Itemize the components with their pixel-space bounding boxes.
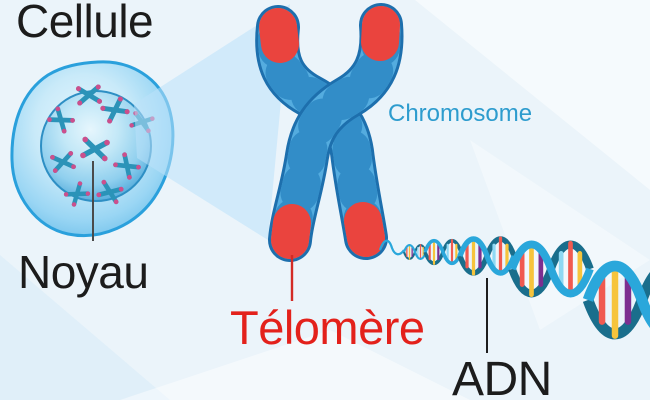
chromosome-label: Chromosome (388, 100, 533, 127)
telomere-cap (344, 202, 385, 257)
telomere-label: Télomère (230, 301, 425, 354)
dna-start-squiggle (378, 239, 405, 256)
chromosome-illustration (255, 3, 404, 262)
zoom-beam (134, 4, 290, 240)
cell-label: Cellule (16, 0, 154, 47)
telomere-cap (361, 6, 400, 61)
telomere-cap (259, 8, 299, 63)
dna-label: ADN (452, 353, 552, 400)
nucleus-label: Noyau (18, 246, 149, 298)
telomere-cap (271, 204, 311, 259)
chromatid-right (268, 3, 404, 262)
dna-helix-illustration (378, 238, 650, 335)
